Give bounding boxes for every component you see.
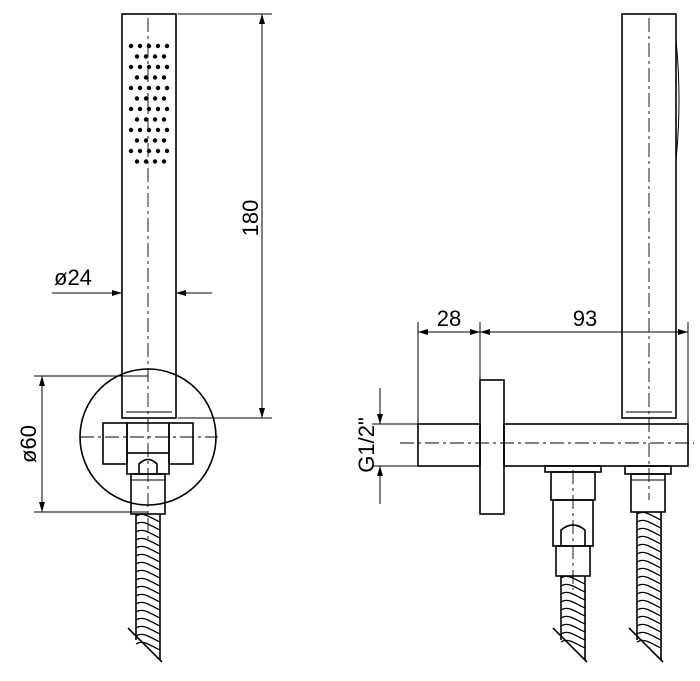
side-hose-handle (628, 511, 664, 663)
hand-shower-handle (121, 13, 177, 419)
dimension-thread: G1/2" (354, 388, 418, 504)
dimension-diameter-60-label: ø60 (16, 425, 41, 463)
spray-nozzles (128, 43, 170, 164)
side-view: 28 93 G1/2" (354, 13, 694, 663)
front-view: 180 ø24 ø60 (16, 13, 272, 663)
dimension-93: 93 (480, 306, 689, 424)
handle-connector (624, 465, 672, 513)
dimension-180-label: 180 (238, 200, 263, 237)
dimension-28: 28 (417, 306, 481, 424)
holder-body-side (503, 423, 689, 467)
dimension-thread-label: G1/2" (354, 417, 379, 473)
dimension-diameter-60: ø60 (16, 375, 148, 513)
side-hose-outlet (552, 575, 588, 663)
dimension-93-label: 93 (573, 306, 597, 331)
dimension-28-label: 28 (437, 306, 461, 331)
front-hose (127, 513, 163, 663)
dimension-180: 180 (178, 13, 272, 419)
wall-plate-side (479, 379, 505, 515)
dimension-diameter-24: ø24 (52, 265, 212, 296)
dimension-diameter-24-label: ø24 (54, 265, 92, 290)
threaded-stub (417, 423, 481, 467)
